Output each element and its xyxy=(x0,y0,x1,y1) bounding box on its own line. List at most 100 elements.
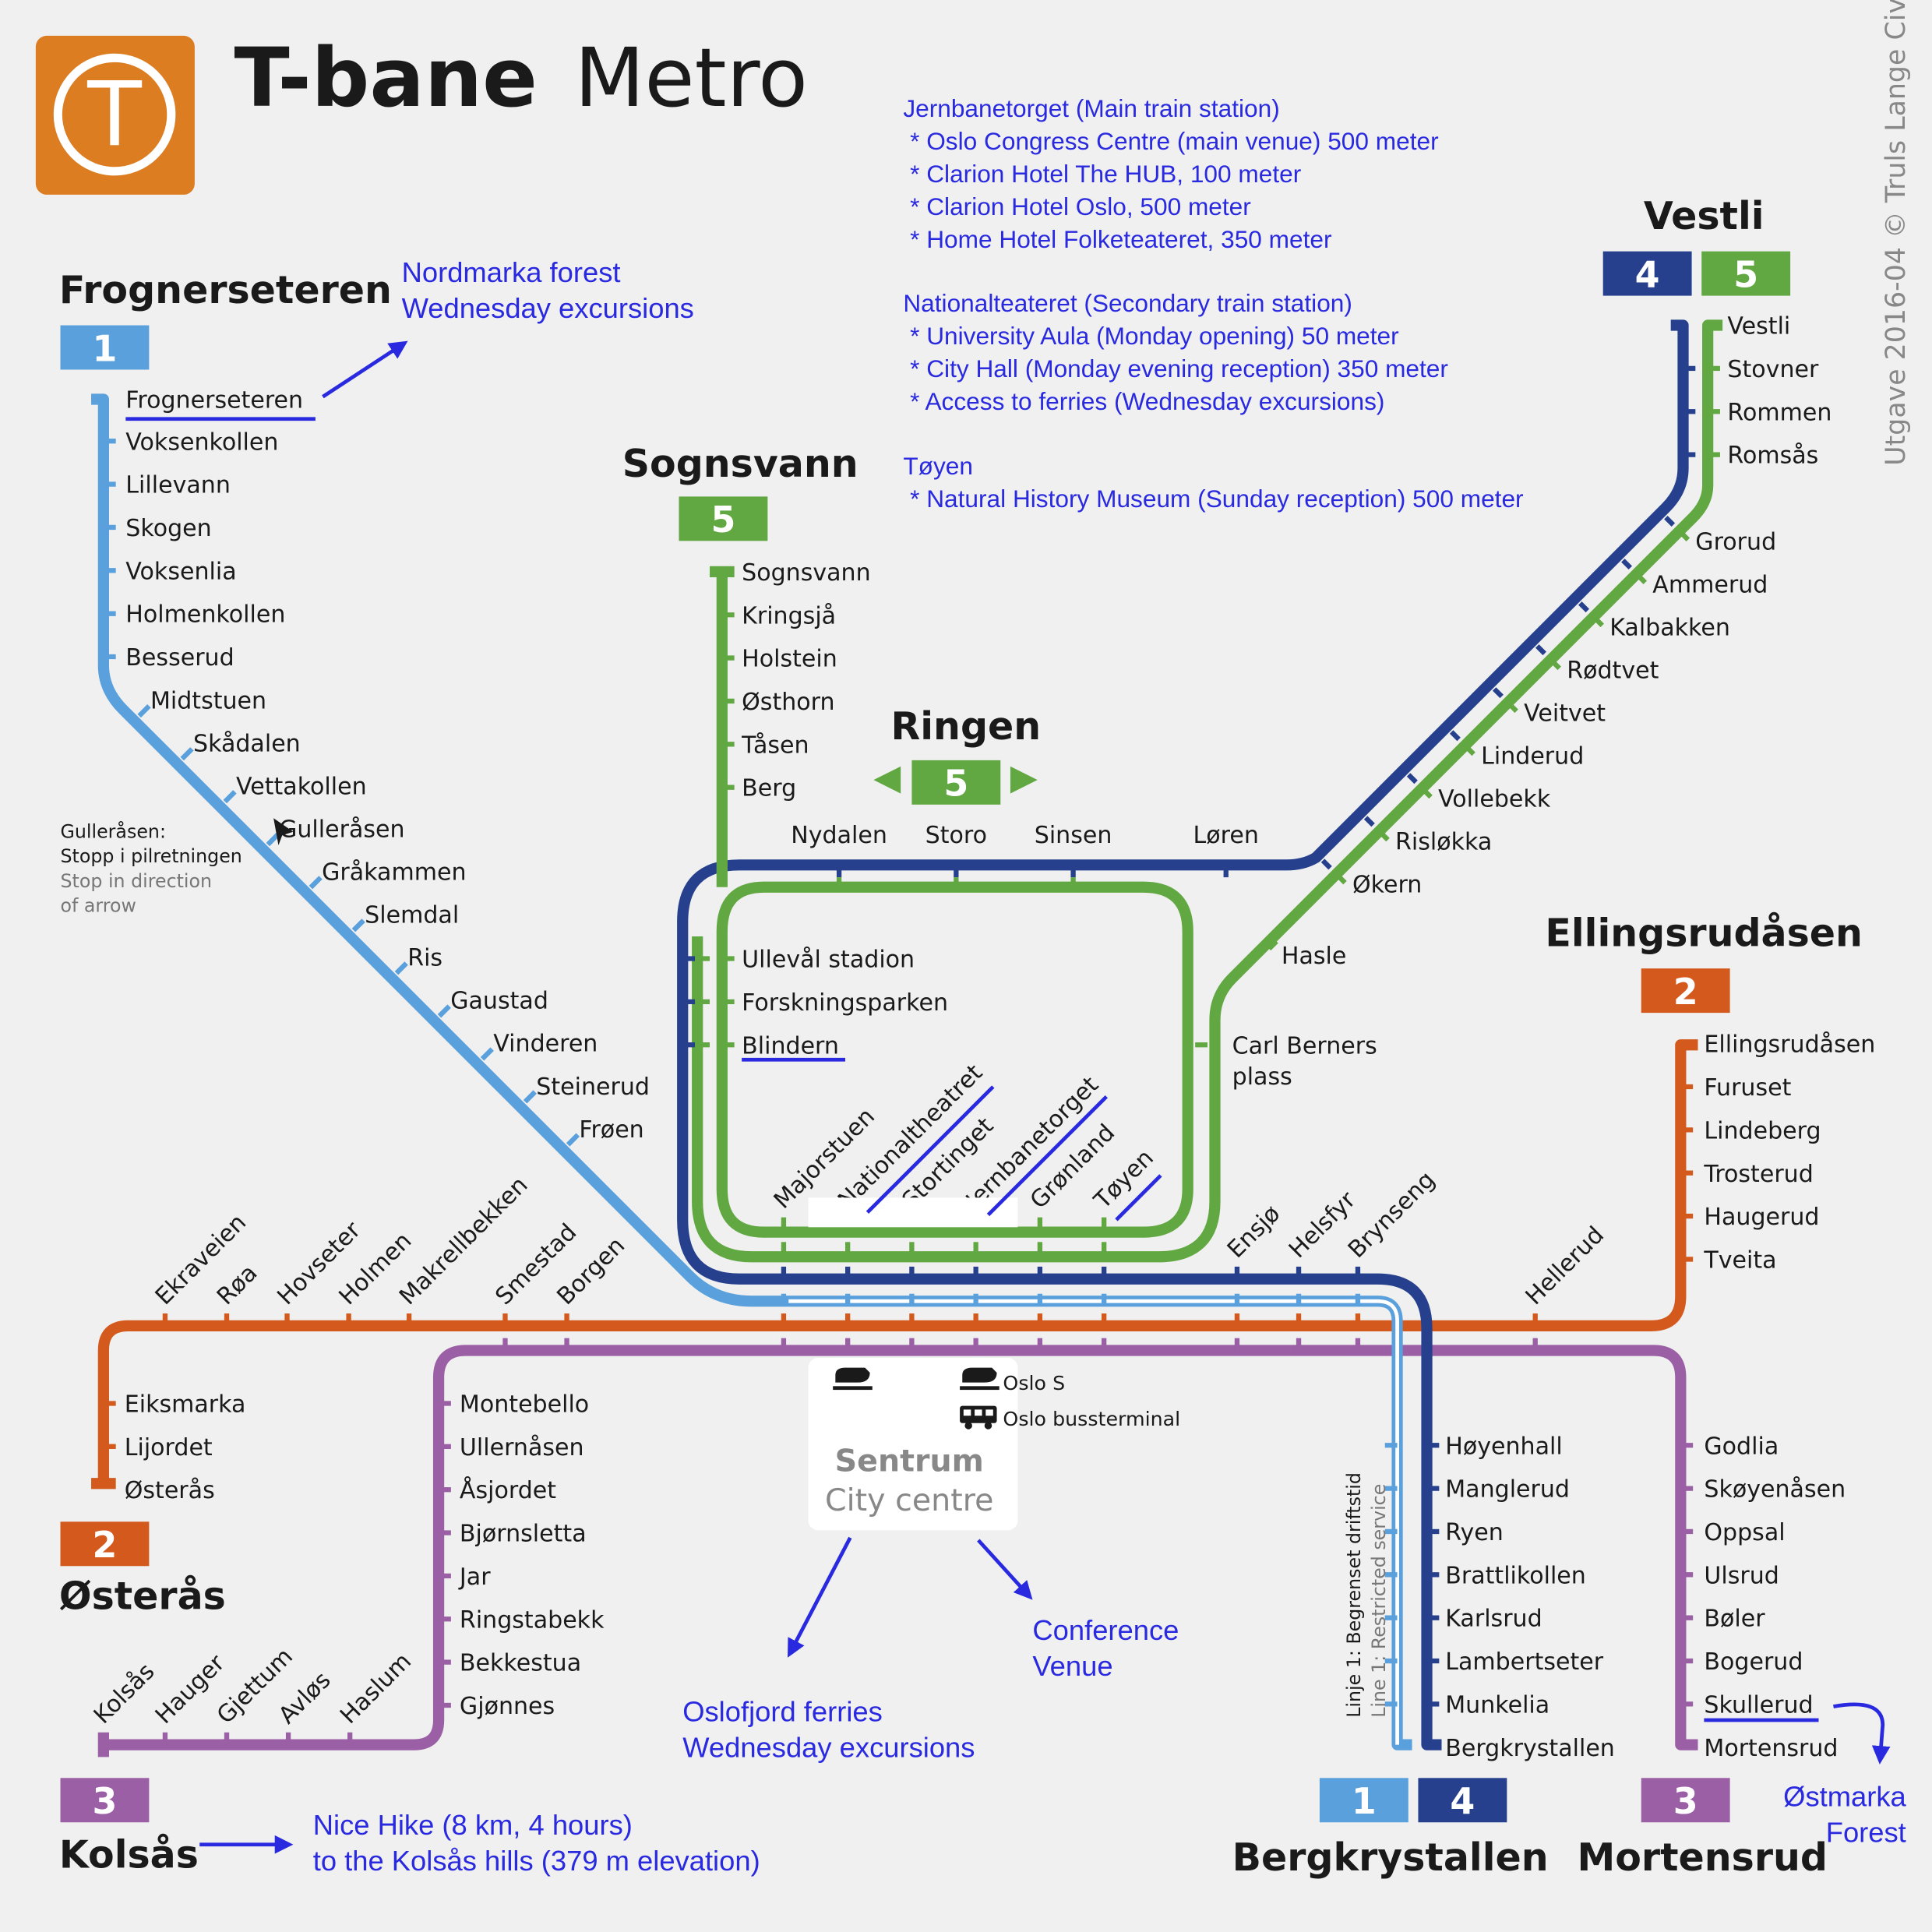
station-montebello[interactable]: Montebello xyxy=(460,1391,589,1419)
station-lambertseter[interactable]: Lambertseter xyxy=(1445,1648,1604,1676)
station-ammerud[interactable]: Ammerud xyxy=(1652,571,1768,598)
station-karlsrud[interactable]: Karlsrud xyxy=(1445,1606,1542,1633)
station-slemdal[interactable]: Slemdal xyxy=(365,902,459,929)
station-gaustad[interactable]: Gaustad xyxy=(450,988,548,1015)
badge-frognerseteren-line-1[interactable]: 1 xyxy=(60,325,150,370)
station-skullerud[interactable]: Skullerud xyxy=(1704,1691,1813,1719)
station-kalbakken[interactable]: Kalbakken xyxy=(1609,614,1730,641)
station-forskningsparken[interactable]: Forskningsparken xyxy=(742,989,948,1017)
station-voksenkollen[interactable]: Voksenkollen xyxy=(125,428,278,456)
station-kolsas[interactable]: Kolsås xyxy=(89,1658,160,1729)
station-skogen[interactable]: Skogen xyxy=(125,515,211,542)
station-sinsen[interactable]: Sinsen xyxy=(1035,822,1112,849)
station-linderud[interactable]: Linderud xyxy=(1481,743,1584,770)
station-lijordet[interactable]: Lijordet xyxy=(125,1434,213,1461)
station-tveita[interactable]: Tveita xyxy=(1703,1247,1776,1274)
station-midtstuen[interactable]: Midtstuen xyxy=(150,687,266,714)
station-bogerud[interactable]: Bogerud xyxy=(1704,1648,1803,1676)
station-ulleval-stadion[interactable]: Ullevål stadion xyxy=(742,947,915,974)
station-grorud[interactable]: Grorud xyxy=(1695,528,1776,555)
station-furuset[interactable]: Furuset xyxy=(1704,1074,1791,1102)
station-frognerseteren[interactable]: Frognerseteren xyxy=(125,387,303,414)
station-bergkrystallen[interactable]: Bergkrystallen xyxy=(1445,1735,1615,1762)
station-bekkestua[interactable]: Bekkestua xyxy=(460,1650,581,1677)
station-haslum[interactable]: Haslum xyxy=(335,1648,417,1729)
station-helsfyr[interactable]: Helsfyr xyxy=(1284,1186,1362,1264)
station-holstein[interactable]: Holstein xyxy=(742,646,837,673)
station-froen[interactable]: Frøen xyxy=(579,1116,643,1144)
station-vestli[interactable]: Vestli xyxy=(1727,313,1790,340)
station-vollebekk[interactable]: Vollebekk xyxy=(1438,786,1551,813)
badge-kolsas-line-3[interactable]: 3 xyxy=(60,1778,150,1823)
station-steinerud[interactable]: Steinerud xyxy=(536,1074,650,1101)
badge-mortensrud-line-3[interactable]: 3 xyxy=(1641,1778,1730,1823)
station-rislokka[interactable]: Risløkka xyxy=(1395,829,1492,856)
station-manglerud[interactable]: Manglerud xyxy=(1445,1476,1570,1504)
station-skadalen[interactable]: Skådalen xyxy=(193,730,301,757)
station-haugerud[interactable]: Haugerud xyxy=(1704,1204,1819,1231)
station-veitvet[interactable]: Veitvet xyxy=(1524,700,1606,728)
station-asjordet[interactable]: Åsjordet xyxy=(460,1476,556,1504)
badge-bergkrystallen-line-4[interactable]: 4 xyxy=(1418,1778,1507,1823)
badge-bergkrystallen-line-1[interactable]: 1 xyxy=(1319,1778,1408,1823)
station-carl-berners[interactable]: Carl Berners xyxy=(1232,1032,1377,1059)
station-jar[interactable]: Jar xyxy=(458,1564,491,1591)
station-eiksmarka[interactable]: Eiksmarka xyxy=(125,1391,246,1419)
station-storo[interactable]: Storo xyxy=(925,822,987,849)
station-grakammen[interactable]: Gråkammen xyxy=(322,859,466,887)
badge-sognsvann-line-5[interactable]: 5 xyxy=(679,496,768,541)
badge-ringen-line-5[interactable]: 5 xyxy=(911,760,1001,805)
station-kringsja[interactable]: Kringsjå xyxy=(742,602,836,629)
station-ullernasen[interactable]: Ullernåsen xyxy=(460,1434,584,1461)
station-mortensrud[interactable]: Mortensrud xyxy=(1704,1735,1838,1762)
station-trosterud[interactable]: Trosterud xyxy=(1703,1161,1813,1188)
station-gullerasen[interactable]: Gulleråsen xyxy=(279,816,404,844)
station-plass[interactable]: plass xyxy=(1232,1063,1292,1091)
station-osteras[interactable]: Østerås xyxy=(125,1477,215,1504)
station-nydalen[interactable]: Nydalen xyxy=(791,822,887,849)
station-brynseng[interactable]: Brynseng xyxy=(1343,1166,1440,1264)
station-ellingsrudasen[interactable]: Ellingsrudåsen xyxy=(1704,1031,1875,1059)
station-lillevann[interactable]: Lillevann xyxy=(125,472,231,499)
station-roa[interactable]: Røa xyxy=(212,1260,263,1311)
badge-vestli-line-4[interactable]: 4 xyxy=(1602,251,1692,296)
station-besserud[interactable]: Besserud xyxy=(125,644,234,672)
station-vinderen[interactable]: Vinderen xyxy=(493,1031,598,1058)
station-oppsal[interactable]: Oppsal xyxy=(1704,1519,1785,1546)
station-hasle[interactable]: Hasle xyxy=(1282,943,1347,970)
station-brattlikollen[interactable]: Brattlikollen xyxy=(1445,1562,1586,1589)
station-gjonnes[interactable]: Gjønnes xyxy=(460,1693,555,1720)
station-ris[interactable]: Ris xyxy=(407,945,442,972)
note-hike-line-1: Nice Hike (8 km, 4 hours) xyxy=(313,1809,633,1841)
station-rodtvet[interactable]: Rødtvet xyxy=(1567,658,1659,685)
station-holmenkollen[interactable]: Holmenkollen xyxy=(125,601,285,629)
station-osthorn[interactable]: Østhorn xyxy=(742,689,834,716)
station-sognsvann[interactable]: Sognsvann xyxy=(742,559,871,587)
station-ensjo[interactable]: Ensjø xyxy=(1222,1200,1286,1264)
station-godlia[interactable]: Godlia xyxy=(1704,1433,1779,1460)
badge-osteras-line-2[interactable]: 2 xyxy=(60,1521,150,1567)
tick-grorud-l5 xyxy=(1679,531,1690,541)
station-vettakollen[interactable]: Vettakollen xyxy=(236,774,367,801)
station-romsas[interactable]: Romsås xyxy=(1727,442,1818,470)
station-skoyenasen[interactable]: Skøyenåsen xyxy=(1704,1476,1846,1504)
station-hellerud[interactable]: Hellerud xyxy=(1521,1222,1609,1310)
station-ulsrud[interactable]: Ulsrud xyxy=(1704,1562,1779,1589)
station-hoyenhall[interactable]: Høyenhall xyxy=(1445,1433,1562,1460)
station-bjornsletta[interactable]: Bjørnsletta xyxy=(460,1521,587,1548)
station-ryen[interactable]: Ryen xyxy=(1445,1519,1504,1546)
station-lindeberg[interactable]: Lindeberg xyxy=(1704,1117,1821,1144)
station-okern[interactable]: Økern xyxy=(1352,872,1422,899)
station-loren[interactable]: Løren xyxy=(1193,822,1259,849)
station-blindern[interactable]: Blindern xyxy=(742,1032,839,1059)
badge-ellingsrudasen-line-2[interactable]: 2 xyxy=(1641,968,1730,1014)
station-stovner[interactable]: Stovner xyxy=(1727,356,1819,383)
badge-vestli-line-5[interactable]: 5 xyxy=(1701,251,1791,296)
station-boler[interactable]: Bøler xyxy=(1704,1606,1765,1633)
station-rommen[interactable]: Rommen xyxy=(1727,399,1832,426)
station-berg[interactable]: Berg xyxy=(742,775,796,802)
station-ringstabekk[interactable]: Ringstabekk xyxy=(460,1606,605,1634)
station-munkelia[interactable]: Munkelia xyxy=(1445,1691,1549,1719)
station-tasen[interactable]: Tåsen xyxy=(741,732,809,759)
station-voksenlia[interactable]: Voksenlia xyxy=(125,558,236,585)
